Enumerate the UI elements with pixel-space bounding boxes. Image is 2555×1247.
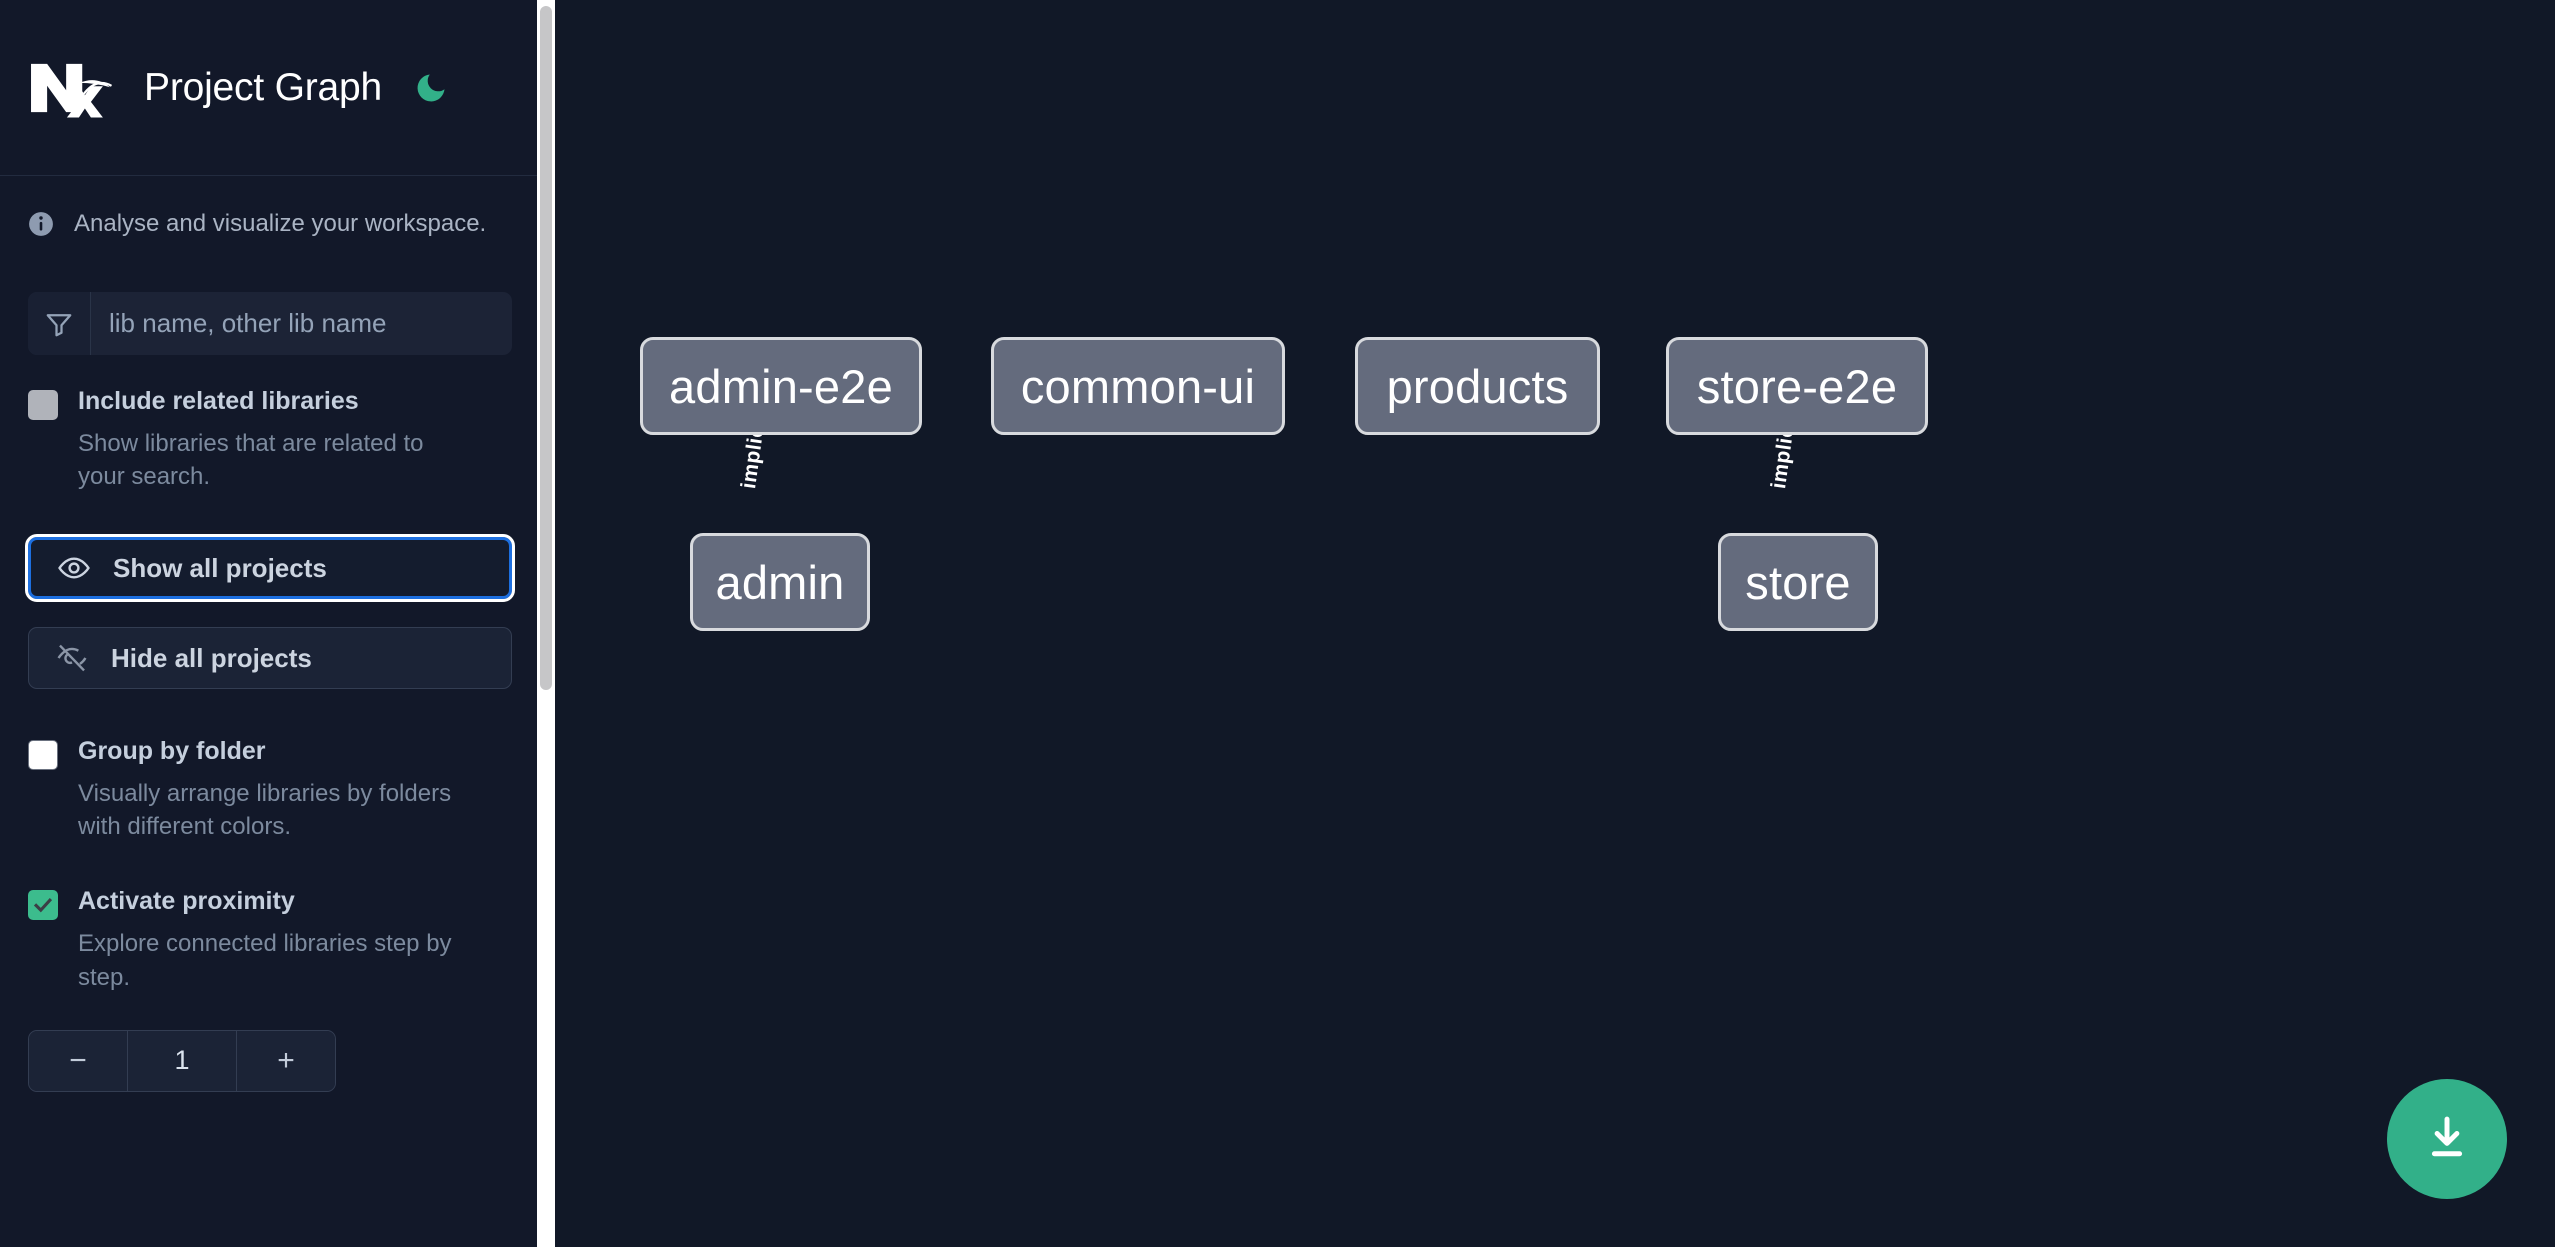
proximity-stepper-wrapper: − 1 + <box>0 1029 540 1092</box>
graph-node-products[interactable]: products <box>1355 337 1600 435</box>
search-input[interactable] <box>91 292 512 355</box>
proximity-stepper: − 1 + <box>28 1029 336 1092</box>
filter-input-wrapper <box>28 292 512 355</box>
include-related-libraries-label: Include related libraries <box>78 387 359 415</box>
include-related-libraries-checkbox[interactable] <box>28 390 58 420</box>
hide-all-projects-button[interactable]: Hide all projects <box>28 627 512 690</box>
activate-proximity-description: Explore connected libraries step by step… <box>78 930 452 991</box>
group-by-folder-label: Group by folder <box>78 737 266 766</box>
proximity-increment-button[interactable]: + <box>237 1030 335 1091</box>
workspace-info-text: Analyse and visualize your workspace. <box>74 210 487 237</box>
activate-proximity-checkbox[interactable] <box>28 890 58 921</box>
sidebar-content: Project Graph Analyse and visualize yo <box>0 0 540 1247</box>
graph-node-common-ui[interactable]: common-ui <box>991 337 1285 435</box>
sidebar-scrollbar-track[interactable] <box>537 0 555 1247</box>
page-title: Project Graph <box>144 65 383 109</box>
hide-all-projects-label: Hide all projects <box>111 642 312 673</box>
activate-proximity-label: Activate proximity <box>78 887 295 916</box>
graph-node-admin[interactable]: admin <box>690 533 870 631</box>
sidebar: Project Graph Analyse and visualize yo <box>0 0 555 1247</box>
info-circle-icon <box>28 211 54 237</box>
nx-logo <box>28 58 116 118</box>
proximity-value: 1 <box>127 1030 237 1091</box>
option-include-related-libraries: Include related libraries Show libraries… <box>0 387 540 493</box>
option-group-by-folder: Group by folder Visually arrange librari… <box>0 737 540 843</box>
eye-off-icon <box>55 641 89 675</box>
graph-canvas[interactable]: implicit implicit admin-e2e common-ui pr… <box>555 0 2555 1247</box>
show-all-projects-label: Show all projects <box>113 552 327 583</box>
option-header: Activate proximity <box>28 887 512 921</box>
include-related-libraries-description: Show libraries that are related to your … <box>78 430 424 491</box>
sidebar-header: Project Graph <box>0 0 540 176</box>
option-activate-proximity: Activate proximity Explore connected lib… <box>0 887 540 993</box>
option-header: Include related libraries <box>28 387 512 420</box>
group-by-folder-checkbox[interactable] <box>28 740 58 771</box>
proximity-decrement-button[interactable]: − <box>29 1030 127 1091</box>
workspace-info: Analyse and visualize your workspace. <box>0 176 540 238</box>
show-all-projects-button[interactable]: Show all projects <box>25 534 515 603</box>
download-graph-button[interactable] <box>2387 1079 2507 1199</box>
download-icon <box>2420 1111 2474 1168</box>
graph-node-store[interactable]: store <box>1718 533 1878 631</box>
visibility-buttons: Show all projects Hide all projects <box>0 534 540 690</box>
option-header: Group by folder <box>28 737 512 771</box>
group-by-folder-description: Visually arrange libraries by folders wi… <box>78 780 452 841</box>
graph-node-admin-e2e[interactable]: admin-e2e <box>640 337 922 435</box>
sidebar-scrollbar-thumb[interactable] <box>540 6 552 690</box>
graph-node-store-e2e[interactable]: store-e2e <box>1666 337 1928 435</box>
eye-icon <box>57 551 91 585</box>
funnel-icon <box>28 292 91 355</box>
check-icon <box>33 898 53 913</box>
moon-icon[interactable] <box>410 67 452 109</box>
